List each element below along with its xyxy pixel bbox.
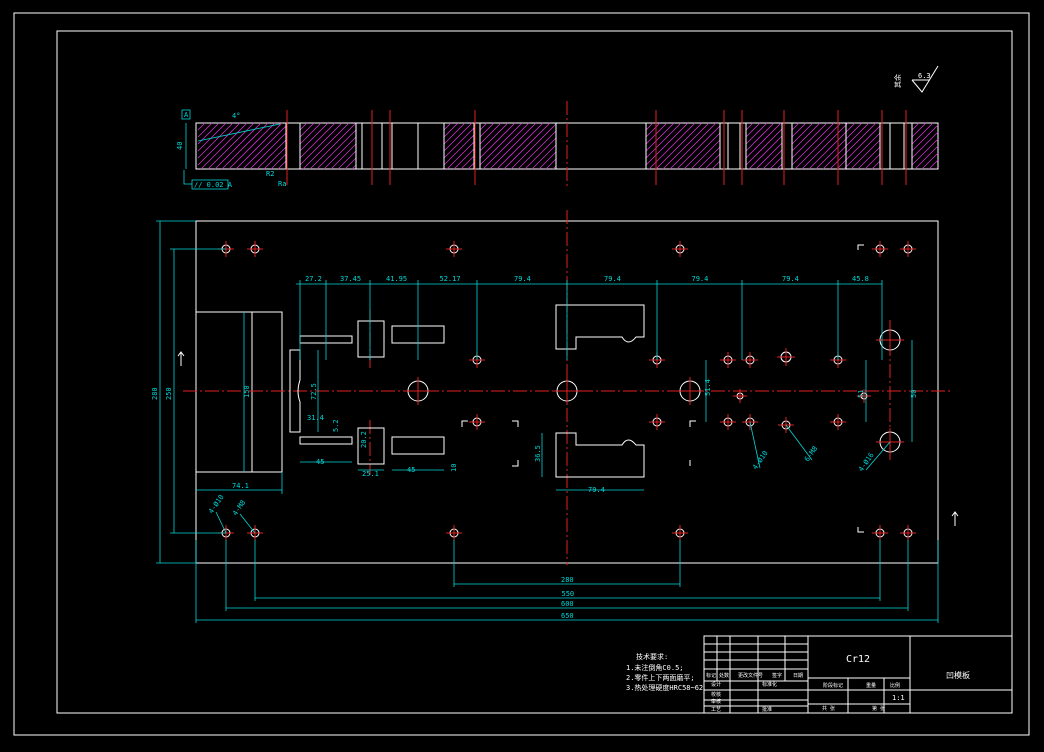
dim-slot: 31.4 — [307, 414, 324, 422]
hole-callout: 6-M8 — [803, 445, 819, 463]
r-dim: R2 — [266, 170, 274, 178]
notes-line-1: 1.未注倒角C0.5; — [626, 663, 684, 672]
hatch-region — [299, 122, 357, 170]
dim-bottom: 650 — [561, 612, 574, 620]
dim-line — [785, 424, 813, 461]
dim-slot: 45 — [407, 466, 415, 474]
dim-mid: 51.4 — [704, 379, 712, 396]
dim-slot: 10 — [450, 464, 458, 472]
dim-top: 41.95 — [386, 275, 407, 283]
right-2: 比例 — [890, 682, 900, 689]
outer-frame — [13, 12, 1030, 736]
dim-bottom: 550 — [562, 590, 575, 598]
drawing-name: 凹模板 — [946, 670, 970, 680]
dim-top: 52.17 — [440, 275, 461, 283]
notes-title: 技术要求: — [636, 652, 668, 661]
dim-right: 51 — [857, 390, 865, 398]
dim-slot: 45 — [316, 458, 324, 466]
inner-frame — [56, 30, 1013, 714]
dim-slot: 20.2 — [360, 431, 368, 448]
datum-label: A — [184, 111, 189, 119]
dim-left: 280 — [151, 387, 159, 400]
mid-0: 标准化 — [762, 681, 777, 688]
header-0: 标记 — [706, 672, 716, 679]
row-1: 校核 — [711, 691, 721, 698]
hatch-region — [911, 122, 939, 170]
dim-top: 37.45 — [340, 275, 361, 283]
hatch-region — [443, 122, 475, 170]
hole-callout: 4-Ø10 — [751, 449, 770, 471]
dim-bottom: 280 — [561, 576, 574, 584]
right-4: 第 张 — [872, 705, 885, 712]
right-1: 重量 — [866, 682, 876, 689]
header-3: 签字 — [772, 672, 782, 679]
hatch-region — [197, 122, 287, 170]
hatch-region — [645, 122, 721, 170]
roughness-value: 6.3 — [918, 72, 931, 80]
row-3: 工艺 — [711, 707, 721, 713]
dim-line — [865, 441, 891, 471]
dim-right: 50 — [910, 390, 918, 398]
dim-slot: 25.1 — [362, 470, 379, 478]
notes-line-3: 3.热处理硬度HRC58~62 — [626, 683, 703, 692]
dim-line — [239, 513, 256, 534]
hatch-region — [479, 122, 557, 170]
header-1: 处数 — [719, 672, 729, 679]
top-section-view: 40 A 4° R2 Ra // 0.02 A — [176, 101, 939, 190]
angle-dim: 4° — [232, 112, 240, 120]
mid-1: 批准 — [762, 706, 772, 713]
header-2: 更改文件号 — [738, 672, 763, 679]
row-0: 设计 — [711, 681, 721, 688]
header-4: 日期 — [793, 673, 803, 679]
dim-top: 79.4 — [604, 275, 621, 283]
tolerance-frame: // 0.02 A — [194, 181, 233, 189]
right-3: 共 张 — [822, 705, 835, 712]
dim-slot: 72.5 — [310, 383, 318, 400]
scale: 1:1 — [892, 694, 905, 702]
dim-top: 27.2 — [305, 275, 322, 283]
roughness-symbol: 其余 6.3 — [893, 65, 939, 93]
dim-top: 79.4 — [692, 275, 709, 283]
row-2: 审核 — [711, 698, 721, 705]
dim-top: 79.4 — [782, 275, 799, 283]
hole-callout: 4-M8 — [231, 499, 247, 517]
material: Cr12 — [846, 654, 870, 665]
hatch-region — [745, 122, 783, 170]
hatch-regions — [197, 122, 939, 170]
dim-top: 79.4 — [514, 275, 531, 283]
hole-callout: 4-Ø10 — [207, 493, 226, 515]
dim-pocket-width: 74.1 — [232, 482, 249, 490]
dim-pocket-height: 150 — [243, 385, 251, 398]
right-0: 阶段标记 — [823, 682, 843, 689]
technical-notes: 技术要求: 1.未注倒角C0.5; 2.零件上下两面磨平; 3.热处理硬度HRC… — [626, 652, 703, 692]
title-block: Cr12 凹模板 1:1 标记 处数 更改文件号 签字 日期 设计 校核 审核 … — [703, 635, 1013, 714]
notes-line-2: 2.零件上下两面磨平; — [626, 673, 695, 682]
hatch-region — [791, 122, 881, 170]
dim-bottom: 600 — [561, 600, 574, 608]
dim-top: 45.8 — [852, 275, 869, 283]
roughness-label: 其余 — [893, 74, 902, 88]
dim-slot: 5.2 — [332, 419, 340, 432]
dim-slot: 79.4 — [588, 486, 605, 494]
plan-view: 27.2 37.45 41.95 52.17 79.4 79.4 79.4 79.4 45.8 2… — [151, 210, 959, 623]
thickness-dim: 40 — [176, 142, 184, 150]
dim-slot: 36.5 — [534, 445, 542, 462]
dim-line — [749, 421, 761, 469]
ra-dim: Ra — [278, 180, 286, 188]
dim-left: 250 — [165, 387, 173, 400]
dim-line — [215, 511, 227, 534]
